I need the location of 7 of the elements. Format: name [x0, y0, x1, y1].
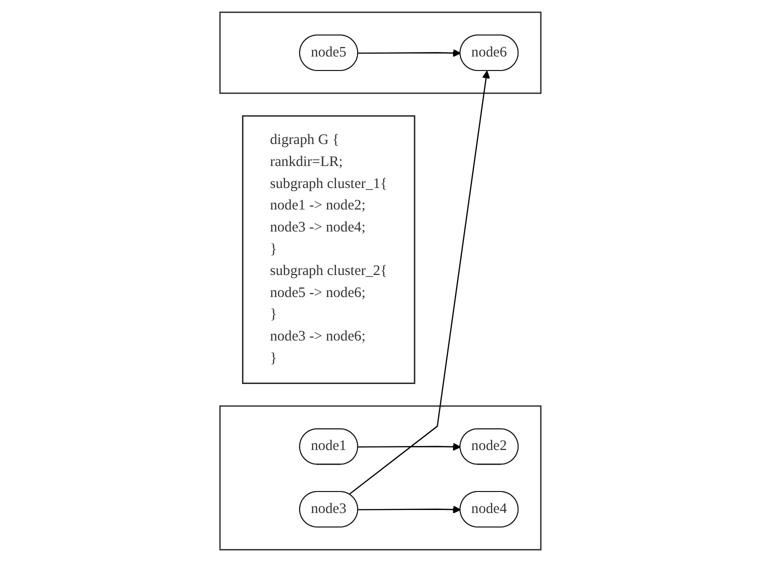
node-box: digraph G { rankdir=LR; subgraph cluster_1{ node1 -> node2; node3 -> node4; } subgraph cluster_2{ node5 -> node6; } node3 -> node6; } [242, 115, 416, 384]
arrow [358, 49, 461, 58]
cluster [219, 405, 542, 550]
cluster [219, 12, 542, 94]
arrow [348, 70, 490, 495]
arrow [358, 442, 461, 451]
arrow [358, 506, 461, 514]
